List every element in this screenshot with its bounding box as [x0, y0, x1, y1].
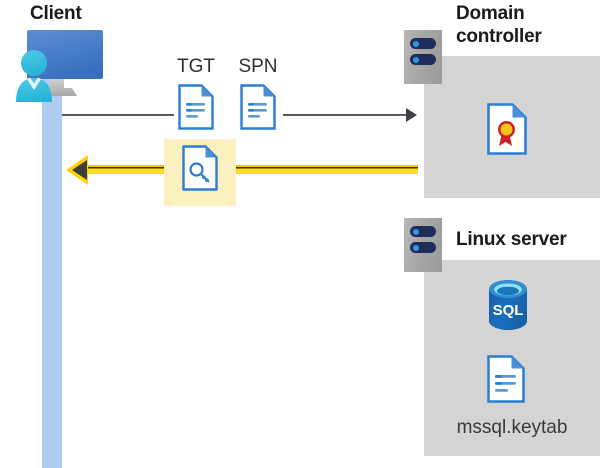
certificate-document-icon: [487, 103, 527, 155]
response-arrow-segment-left: [88, 165, 170, 174]
keytab-file-label: mssql.keytab: [456, 417, 568, 438]
sql-database-icon: SQL: [486, 278, 530, 332]
domain-controller-title-line1: Domain: [456, 3, 525, 24]
request-arrow-segment-left: [62, 114, 174, 116]
spn-label: SPN: [238, 56, 278, 77]
client-title: Client: [30, 3, 82, 24]
response-arrowhead-inner-icon: [72, 160, 87, 180]
request-arrow-segment-right: [283, 114, 407, 116]
server-rack-icon: [404, 218, 442, 272]
linux-server-title: Linux server: [456, 229, 567, 250]
svg-text:SQL: SQL: [493, 302, 524, 319]
request-arrowhead-icon: [406, 108, 417, 122]
text-document-icon: [240, 84, 276, 130]
client-lifeline: [42, 62, 62, 468]
tgt-label: TGT: [177, 56, 215, 77]
text-document-icon: [178, 84, 214, 130]
keytab-document-icon: [487, 355, 525, 403]
user-with-monitor-icon: [6, 26, 110, 104]
server-rack-icon: [404, 30, 442, 84]
domain-controller-title-line2: controller: [456, 26, 542, 47]
response-arrow-segment-right: [229, 165, 418, 174]
key-document-icon: [182, 145, 218, 191]
